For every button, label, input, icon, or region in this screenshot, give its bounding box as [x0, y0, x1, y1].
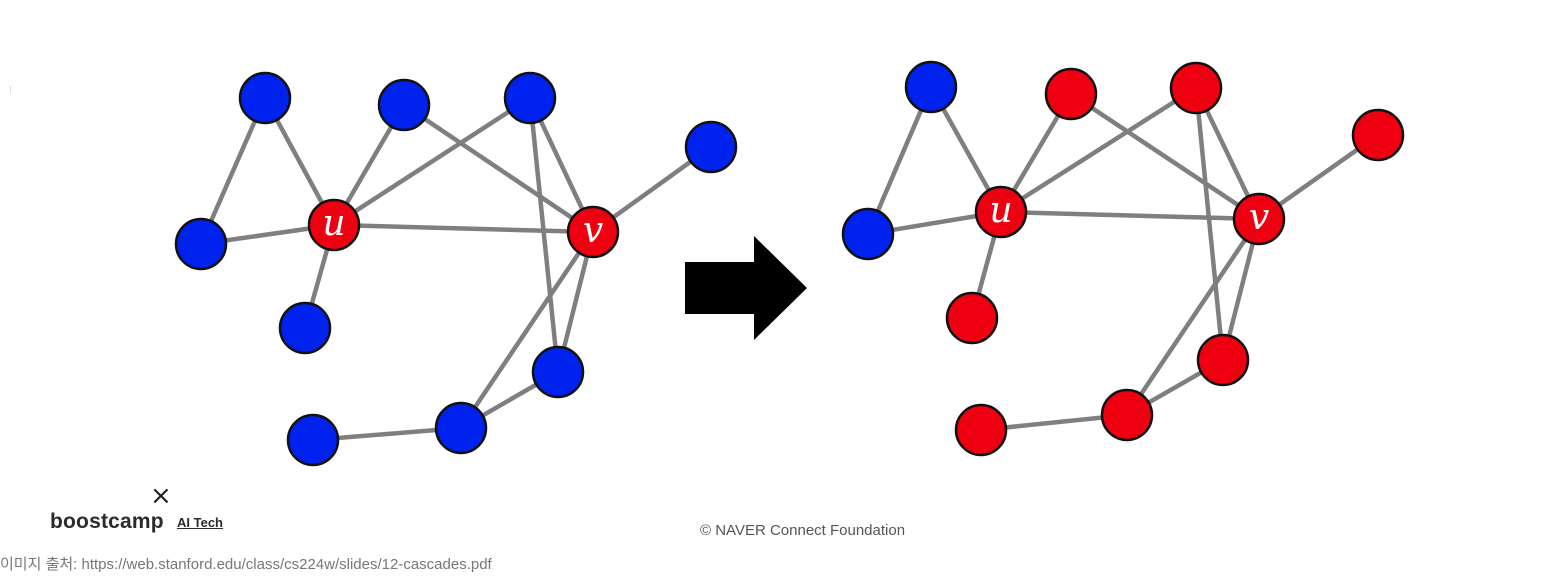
- node-b: [377, 78, 431, 132]
- node-a: [904, 60, 958, 114]
- close-icon: ×: [150, 481, 172, 511]
- node-label-v: v: [1249, 197, 1269, 238]
- edge-u-v: [331, 222, 596, 235]
- node-d: [841, 207, 895, 261]
- node-v: [566, 205, 620, 259]
- edge-a-d: [198, 95, 268, 247]
- node-g: [1196, 333, 1250, 387]
- right-arrow-icon: [685, 236, 807, 340]
- node-v: [1232, 192, 1286, 246]
- slide-marker: [10, 86, 11, 93]
- edge-u-v: [998, 209, 1262, 222]
- node-c: [503, 71, 557, 125]
- node-u: [974, 185, 1028, 239]
- logo-subtitle: AI Tech: [177, 515, 223, 530]
- edge-v-i: [458, 229, 596, 431]
- edge-b-v: [1068, 91, 1262, 222]
- node-i: [434, 401, 488, 455]
- node-a: [238, 71, 292, 125]
- node-c: [1169, 61, 1223, 115]
- node-d: [174, 217, 228, 271]
- node-u: [307, 198, 361, 252]
- node-label-u: u: [989, 190, 1012, 231]
- edge-a-d: [865, 84, 934, 237]
- node-e: [1351, 108, 1405, 162]
- edge-c-g: [1193, 85, 1226, 363]
- node-h: [954, 403, 1008, 457]
- node-f: [278, 301, 332, 355]
- edge-c-u: [331, 95, 533, 228]
- boostcamp-logo: × boostcamp AI Tech: [50, 481, 240, 534]
- node-e: [684, 120, 738, 174]
- node-b: [1044, 67, 1098, 121]
- node-label-v: v: [583, 210, 603, 251]
- node-i: [1100, 388, 1154, 442]
- edge-c-g: [527, 95, 561, 375]
- node-f: [945, 291, 999, 345]
- node-h: [286, 413, 340, 467]
- node-label-u: u: [322, 203, 345, 244]
- edge-c-u: [998, 85, 1199, 215]
- logo-wordmark: boostcamp: [50, 510, 164, 533]
- image-source-caption: 이미지 출처: https://web.stanford.edu/class/c…: [0, 556, 492, 573]
- edge-b-v: [401, 102, 596, 235]
- edge-v-i: [1124, 216, 1262, 418]
- node-g: [531, 345, 585, 399]
- copyright-footer: © NAVER Connect Foundation: [700, 522, 906, 539]
